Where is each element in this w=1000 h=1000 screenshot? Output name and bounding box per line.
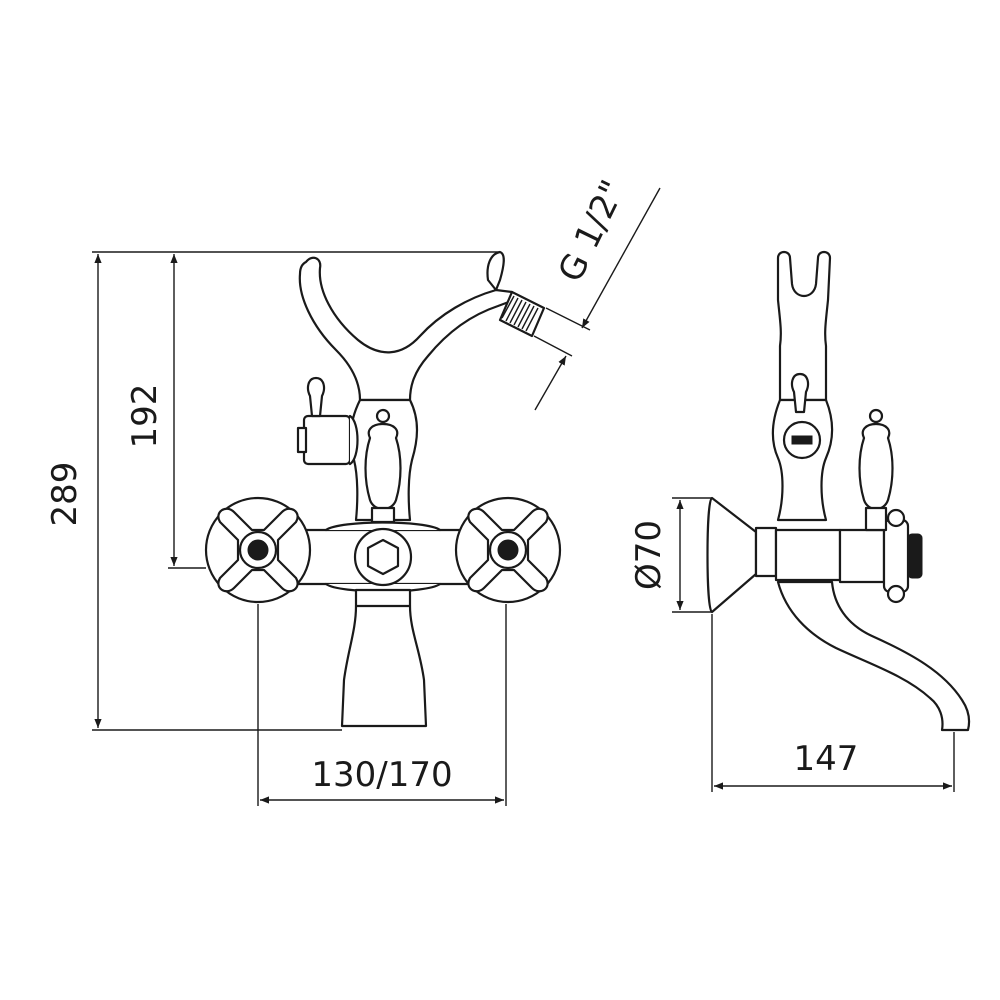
diverter-side-handle (296, 376, 359, 466)
front-view (204, 250, 562, 728)
bath-spout-front (340, 588, 428, 728)
side-lever (858, 408, 894, 532)
dim-rosette-diameter: Ø70 (629, 520, 669, 590)
shower-holder-fork (298, 256, 516, 402)
shower-holder-prong (486, 250, 505, 292)
dim-projection-depth: 147 (794, 739, 859, 779)
center-hex-nut (353, 527, 413, 587)
threaded-outlet (498, 290, 546, 338)
shower-holder-side (776, 250, 832, 402)
wall-rosette (706, 496, 758, 614)
bath-spout-side (776, 580, 971, 732)
left-valve-handle (204, 496, 312, 604)
dim-upper-height: 192 (125, 384, 165, 449)
dimension-lines (92, 187, 955, 806)
side-view (706, 250, 971, 732)
dim-center-distance: 130/170 (311, 755, 452, 795)
dim-thread: G 1/2" (551, 174, 634, 288)
right-valve-handle (454, 496, 562, 604)
side-body (774, 528, 842, 582)
dim-overall-height: 289 (45, 462, 85, 527)
diverter-lever (364, 408, 402, 524)
